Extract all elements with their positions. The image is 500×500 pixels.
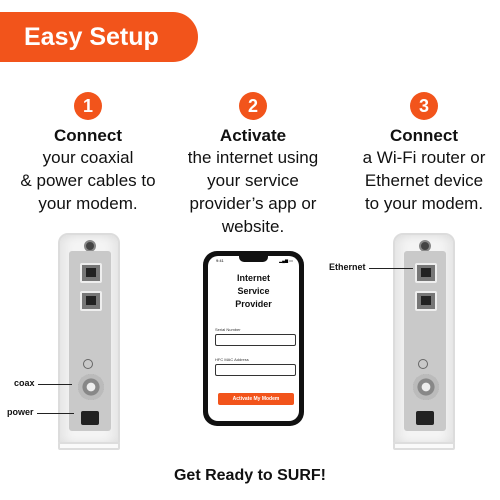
step-1: 1 Connect your coaxial & power cables to… [3, 92, 173, 215]
phone-screen: 9:41 ▂▄▆ ▭ Internet Service Provider Ser… [208, 256, 299, 421]
step-3-title: Connect [390, 126, 458, 145]
step-1-desc-line-3: your modem. [38, 194, 138, 213]
phone-image: 9:41 ▂▄▆ ▭ Internet Service Provider Ser… [203, 251, 304, 426]
ethernet-label: Ethernet [329, 262, 366, 272]
modem-port-panel [404, 251, 446, 431]
hfc-mac-field [215, 364, 296, 376]
modem-port-panel [69, 251, 111, 431]
ethernet-leader-line [369, 268, 413, 269]
easy-setup-banner: Easy Setup [0, 12, 198, 62]
power-port-icon [416, 411, 434, 425]
step-1-desc-line-1: your coaxial [42, 148, 134, 167]
coax-label: coax [14, 378, 35, 388]
step-2-title: Activate [219, 126, 287, 145]
step-2-desc-line-1: the internet using [187, 148, 319, 167]
modem-right-image [393, 233, 455, 450]
step-3-desc-line-1: a Wi-Fi router or [362, 148, 486, 167]
phone-title-line-1: Internet [236, 273, 270, 283]
modem-base [393, 442, 455, 450]
step-2-desc-line-4: website. [221, 217, 285, 236]
step-2-number: 2 [239, 92, 267, 120]
step-2: 2 Activate the internet using your servi… [168, 92, 338, 238]
coax-leader-line [38, 384, 72, 385]
step-1-title: Connect [54, 126, 122, 145]
step-1-number: 1 [74, 92, 102, 120]
hfc-mac-label: HFC MAC Address [215, 357, 249, 362]
signal-icon: ▂▄▆ ▭ [279, 258, 293, 263]
banner-title: Easy Setup [24, 22, 159, 51]
step-2-desc-line-2: your service [207, 171, 299, 190]
activate-modem-button: Activate My Modem [218, 393, 294, 405]
ethernet-port-2-icon [415, 291, 437, 311]
step-1-desc-line-2: & power cables to [20, 171, 156, 190]
phone-title: Internet Service Provider [208, 272, 299, 311]
coax-port-icon [413, 374, 439, 400]
step-2-desc-line-3: provider’s app or [189, 194, 317, 213]
phone-title-line-3: Provider [235, 299, 272, 309]
phone-title-line-2: Service [237, 286, 270, 296]
step-3-desc-line-3: to your modem. [364, 194, 484, 213]
coax-port-icon [78, 374, 104, 400]
phone-time: 9:41 [216, 258, 224, 263]
reset-icon [83, 359, 93, 369]
step-3: 3 Connect a Wi-Fi router or Ethernet dev… [339, 92, 500, 215]
ethernet-port-1-icon [415, 263, 437, 283]
step-3-desc-line-2: Ethernet device [364, 171, 484, 190]
serial-number-label: Serial Number [215, 327, 241, 332]
step-3-number: 3 [410, 92, 438, 120]
modem-left-image [58, 233, 120, 450]
reset-icon [418, 359, 428, 369]
phone-notch [239, 256, 268, 262]
ethernet-port-2-icon [80, 291, 102, 311]
power-port-icon [81, 411, 99, 425]
serial-number-field [215, 334, 296, 346]
power-label: power [7, 407, 34, 417]
power-leader-line [37, 413, 74, 414]
footer-tagline: Get Ready to SURF! [173, 467, 326, 484]
modem-base [58, 442, 120, 450]
ethernet-port-1-icon [80, 263, 102, 283]
